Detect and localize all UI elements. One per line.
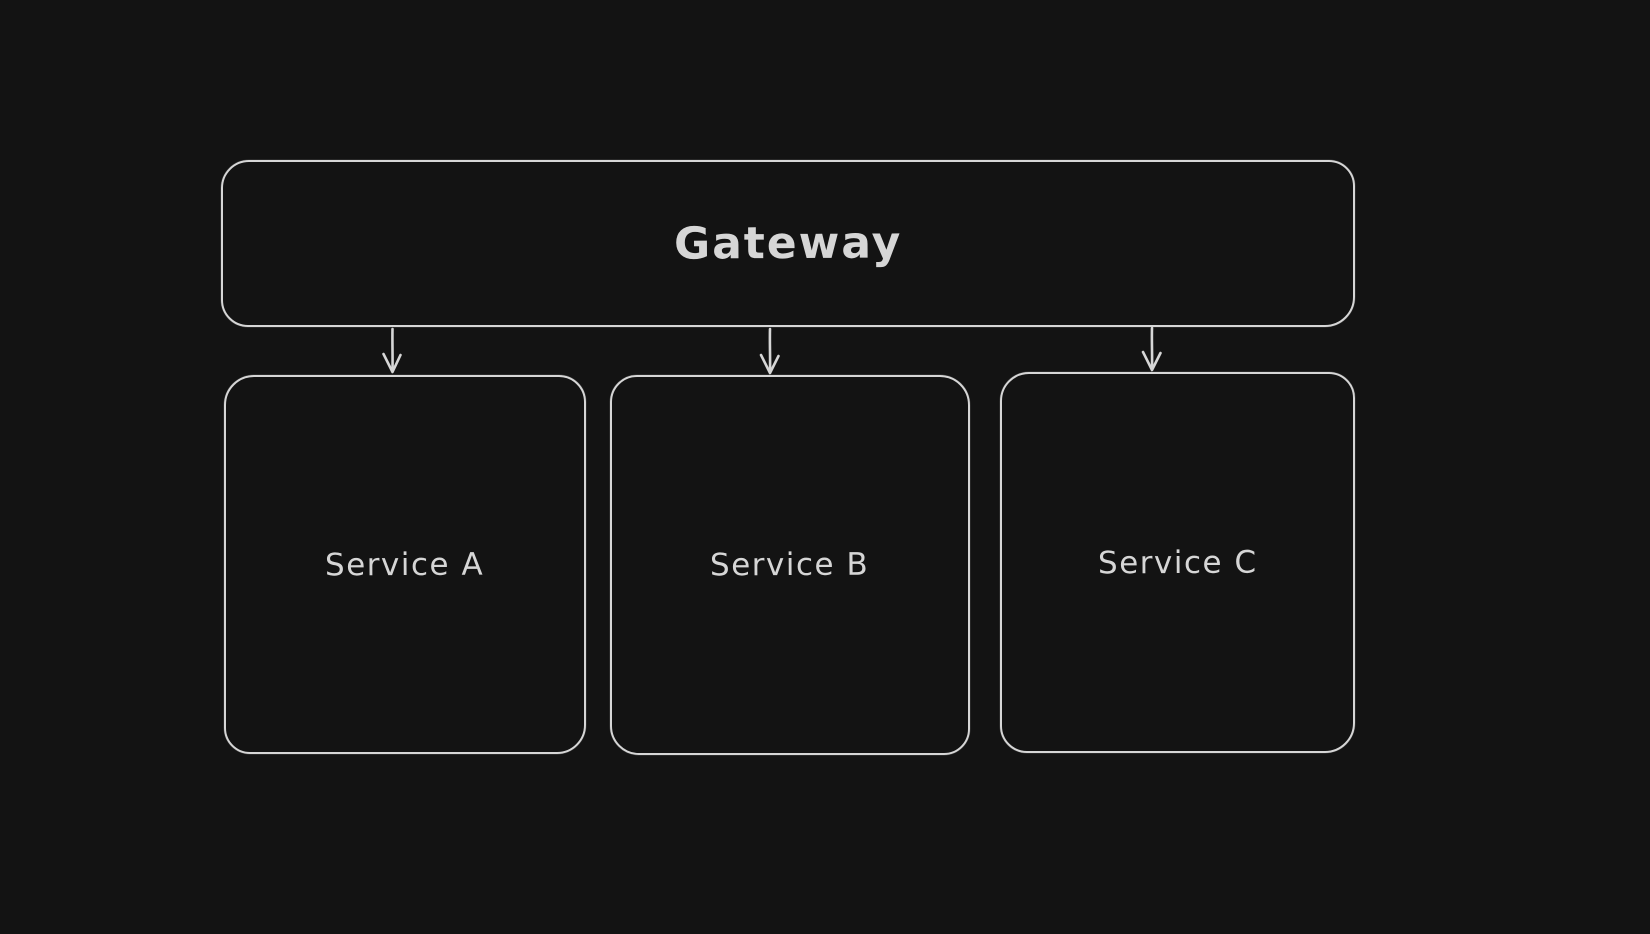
node-service-b: Service B	[610, 375, 970, 755]
node-service-a: Service A	[224, 375, 586, 754]
arrow-gateway-to-service-c	[1141, 326, 1162, 372]
node-service-b-label: Service B	[710, 546, 870, 584]
node-service-a-label: Service A	[325, 546, 485, 583]
node-gateway: Gateway	[221, 160, 1355, 327]
arrow-gateway-to-service-b	[759, 327, 780, 375]
node-gateway-label: Gateway	[673, 217, 903, 270]
node-service-c-label: Service C	[1097, 544, 1258, 581]
node-service-c: Service C	[1000, 372, 1355, 753]
arrow-gateway-to-service-a	[382, 327, 402, 374]
